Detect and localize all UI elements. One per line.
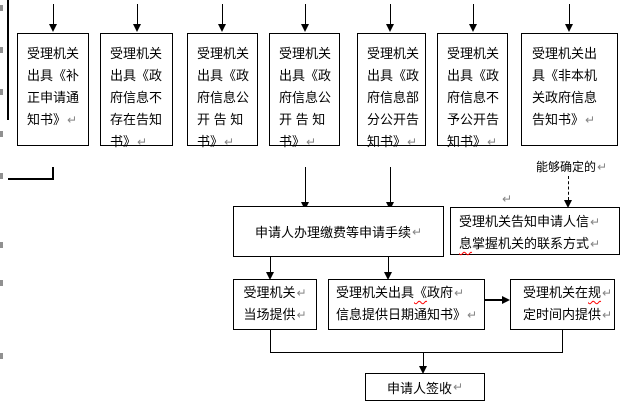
box-text-line2: 定时间内提供↵ — [523, 307, 613, 322]
elbow-connector-horizontal — [8, 178, 53, 180]
connector-within-time-down — [561, 330, 563, 353]
margin-tick — [0, 89, 3, 95]
box-text-line1: 受理机关告知申请人信↵ — [459, 214, 601, 229]
margin-tick — [0, 353, 3, 359]
box-text: 申请人办理缴费等申请手续 — [254, 225, 411, 240]
box-text: 受理机关 出具《政 府信息公 开 告 知 书》 — [197, 46, 250, 149]
box-applicant-sign-receipt: 申请人签收↵ — [365, 373, 485, 401]
box-text-line2: 信息提供日期通知书》↵ — [336, 307, 478, 322]
box-text-line2: 当场提供↵ — [243, 307, 307, 322]
box-text-line1: 受理机关在规↵ — [523, 285, 613, 300]
return-mark: ↵ — [585, 113, 596, 127]
box-partial-disclosure-notice: 受理机关 出具《政 府信息部 分公开告 知书》↵ — [357, 33, 426, 149]
return-mark: ↵ — [454, 286, 465, 300]
margin-tick — [0, 5, 3, 11]
return-mark: ↵ — [224, 135, 235, 149]
box-text: 受理机关 出具《政 府信息不 存在告知 书》 — [110, 46, 163, 149]
spellcheck-underline: 息 — [459, 236, 473, 251]
box-correction-request-notice: 受理机关 出具《补 正申请通 知书》↵ — [17, 33, 89, 146]
box-text: 受理机关出 具《非本机 关政府信息 告知书》 — [532, 46, 598, 127]
spellcheck-underline: 规 — [588, 285, 602, 300]
return-mark: ↵ — [602, 308, 613, 322]
box-text: 受理机关 出具《补 正申请通 知书》 — [27, 46, 80, 127]
return-mark: ↵ — [67, 113, 78, 127]
box-text: 受理机关 出具《政 府信息部 分公开告 知书》 — [367, 46, 420, 149]
spellcheck-underline: 《 — [414, 285, 428, 300]
return-mark: ↵ — [590, 237, 601, 251]
box-text: 受理机关 出具《政 府信息不 予公开告 知书》 — [447, 46, 500, 149]
box-fee-procedures: 申请人办理缴费等申请手续↵ — [233, 206, 444, 257]
box-info-disclosure-notice-b: 受理机关 出具《政 府信息公 开 告 知 书》↵ — [269, 33, 340, 149]
return-mark: ↵ — [306, 135, 317, 149]
return-mark: ↵ — [590, 215, 601, 229]
return-mark: ↵ — [487, 135, 498, 149]
box-onsite-provision: 受理机关↵ 当场提供↵ — [233, 279, 317, 330]
box-info-disclosure-notice-a: 受理机关 出具《政 府信息公 开 告 知 书》↵ — [187, 33, 258, 149]
certain-condition-text: 能够确定的 — [536, 160, 597, 174]
margin-tick — [0, 173, 3, 179]
box-text-line1: 受理机关↵ — [243, 285, 307, 300]
margin-tick — [0, 242, 3, 248]
connector-merge-horizontal — [269, 351, 563, 353]
return-mark: ↵ — [296, 286, 307, 300]
return-mark: ↵ — [597, 160, 608, 174]
return-mark: ↵ — [137, 135, 148, 149]
return-mark: ↵ — [411, 224, 423, 239]
margin-tick — [0, 131, 3, 137]
left-edge-line — [7, 0, 9, 120]
return-mark: ↵ — [407, 135, 418, 149]
box-text-line1: 受理机关出具《政府↵ — [336, 285, 465, 300]
margin-tick — [0, 280, 3, 286]
box-non-disclosure-notice: 受理机关 出具《政 府信息不 予公开告 知书》↵ — [437, 33, 508, 149]
elbow-connector-tick — [52, 167, 54, 180]
connector-onsite-down — [269, 330, 271, 353]
floating-return-mark: ↵ — [502, 192, 513, 206]
return-mark: ↵ — [452, 380, 464, 394]
certain-condition-label: 能够确定的↵ — [536, 158, 607, 175]
return-mark: ↵ — [602, 286, 613, 300]
box-other-agency-info-notice: 受理机关出 具《非本机 关政府信息 告知书》↵ — [521, 33, 618, 146]
margin-tick — [0, 47, 3, 53]
box-text-line2: 息掌握机关的联系方式↵ — [459, 236, 601, 251]
box-text: 受理机关 出具《政 府信息公 开 告 知 书》 — [279, 46, 332, 149]
box-inform-contact-info: 受理机关告知申请人信↵ 息掌握机关的联系方式↵ — [450, 207, 620, 255]
box-provide-within-time: 受理机关在规↵ 定时间内提供↵ — [510, 279, 615, 330]
return-mark: ↵ — [296, 308, 307, 322]
box-text: 申请人签收 — [386, 380, 452, 396]
return-mark: ↵ — [467, 308, 478, 322]
box-info-not-exist-notice: 受理机关 出具《政 府信息不 存在告知 书》↵ — [100, 33, 173, 149]
box-provision-date-notice: 受理机关出具《政府↵ 信息提供日期通知书》↵ — [328, 279, 485, 330]
